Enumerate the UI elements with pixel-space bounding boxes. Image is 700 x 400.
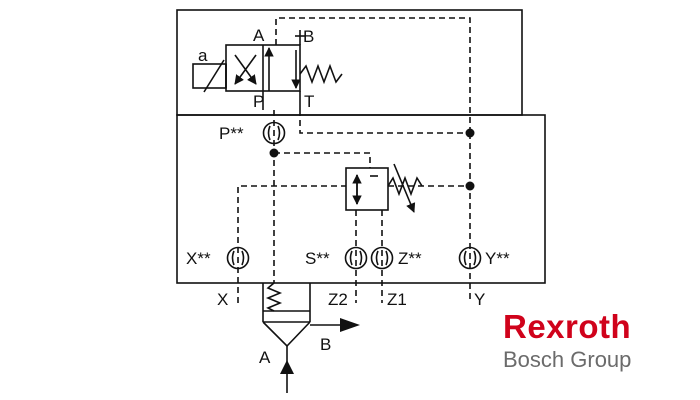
outlet-arrow-b bbox=[340, 318, 360, 332]
pilot-port-b-label: B bbox=[303, 27, 314, 46]
pilot-line-x bbox=[237, 185, 346, 303]
orifice-plug-x bbox=[226, 246, 250, 270]
pilot-port-a-label: A bbox=[253, 26, 265, 45]
plug-x-label: X** bbox=[186, 249, 211, 268]
orifice-plug-y bbox=[458, 246, 482, 270]
orifice-plug-p bbox=[262, 121, 286, 145]
plug-p-label: P** bbox=[219, 124, 244, 143]
junction-dot bbox=[465, 128, 475, 138]
solenoid-actuator-line bbox=[203, 59, 225, 93]
brand-group: Bosch Group bbox=[503, 347, 632, 372]
port-y-label: Y bbox=[474, 290, 485, 309]
inlet-arrow-a bbox=[280, 360, 294, 374]
control-line-s bbox=[274, 152, 371, 168]
pilot-line-b bbox=[275, 17, 471, 133]
pressure-relief-valve bbox=[345, 163, 423, 213]
relief-spring bbox=[387, 175, 423, 197]
brand-name: Rexroth bbox=[503, 308, 632, 345]
cartridge-seat bbox=[262, 321, 311, 348]
orifice-plug-s bbox=[344, 246, 368, 270]
cartridge-port-a-label: A bbox=[259, 348, 271, 367]
adjustable-arrow bbox=[393, 163, 416, 213]
pilot-spring bbox=[299, 63, 343, 85]
port-z1-label: Z1 bbox=[387, 290, 407, 309]
main-cover-block bbox=[176, 114, 546, 284]
plug-z-label: Z** bbox=[398, 249, 422, 268]
orifice-plug-z bbox=[370, 246, 394, 270]
rexroth-logo: Rexroth Bosch Group bbox=[503, 310, 631, 373]
pilot-directional-valve bbox=[192, 30, 343, 110]
pilot-line-t bbox=[299, 110, 470, 134]
junction-dot bbox=[465, 181, 475, 191]
pilot-port-p-label: P bbox=[253, 92, 264, 111]
plug-s-label: S** bbox=[305, 249, 330, 268]
port-x-label: X bbox=[217, 290, 228, 309]
logic-cartridge bbox=[262, 282, 360, 393]
solenoid-label: a bbox=[198, 46, 208, 65]
plug-y-label: Y** bbox=[485, 249, 510, 268]
cartridge-spring bbox=[265, 282, 283, 312]
cartridge-port-b-label: B bbox=[320, 335, 331, 354]
pilot-port-t-label: T bbox=[304, 92, 314, 111]
port-z2-label: Z2 bbox=[328, 290, 348, 309]
junction-dot bbox=[269, 148, 279, 158]
